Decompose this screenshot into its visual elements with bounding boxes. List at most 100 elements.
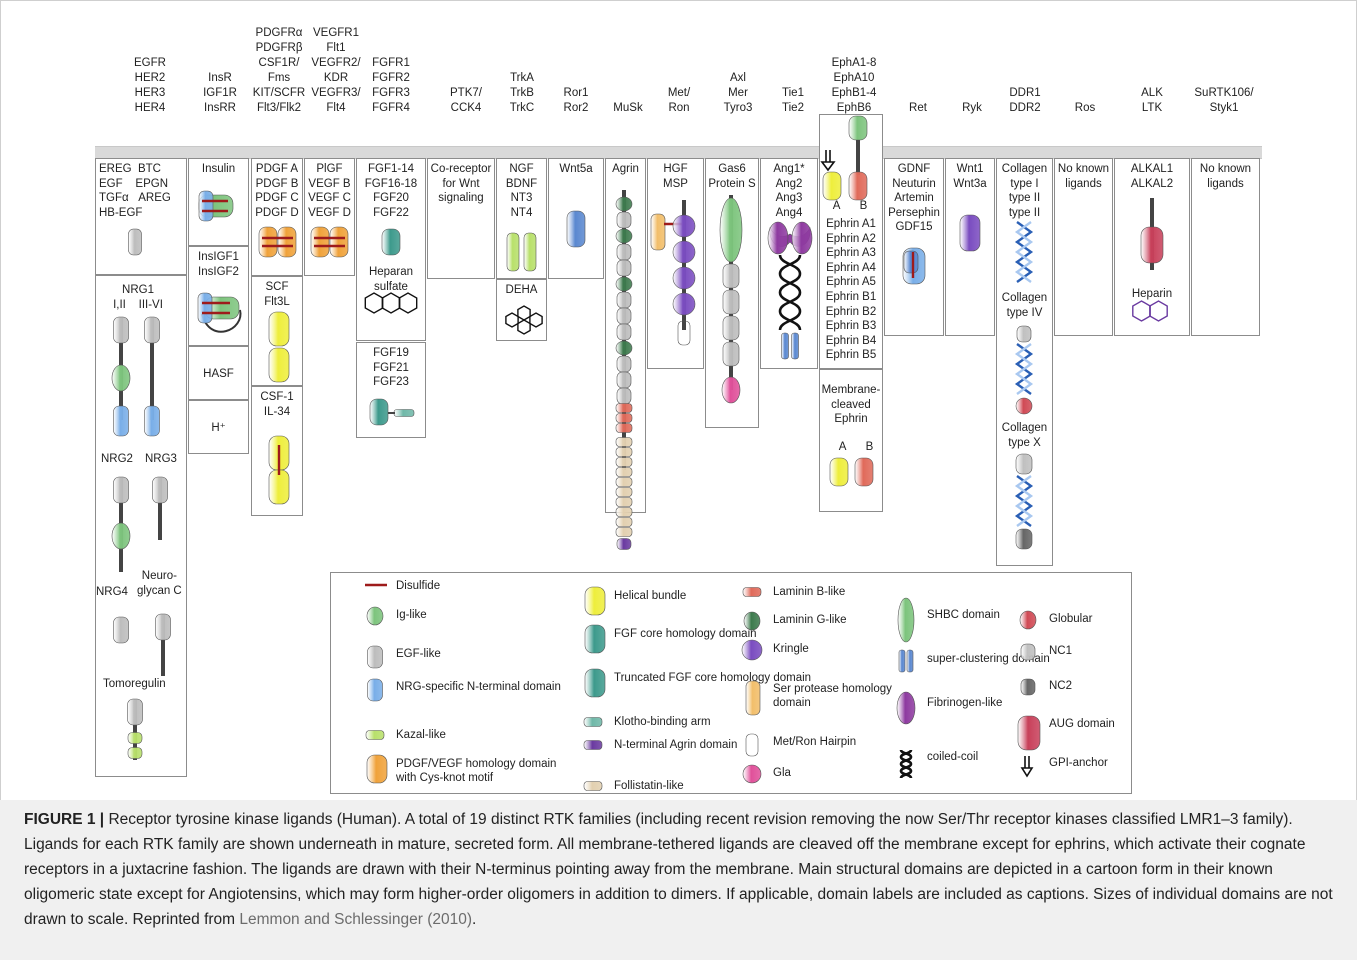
legend-item-gla: Gla	[773, 766, 908, 780]
receptor-name: CSF1R/	[258, 57, 300, 69]
ligand-box-deha: DEHA	[496, 279, 547, 341]
legend-item-globular: Globular	[1049, 612, 1224, 626]
legend-label: Globular	[1049, 613, 1093, 625]
legend-label: Ig-like	[396, 609, 427, 621]
hplus-label: H⁺	[211, 422, 226, 434]
text-line: NT4	[510, 206, 533, 219]
text-line: type II	[1008, 206, 1041, 219]
text-line: TGFα AREG	[99, 192, 171, 205]
legend-label: FGF core homology domain	[614, 628, 757, 640]
text-line: Ephrin B3	[825, 320, 877, 333]
text-line: GDF15	[895, 221, 933, 234]
legend-label: Laminin B-like	[773, 586, 846, 598]
text-line: NRG1	[122, 284, 154, 296]
legend-label: Gla	[773, 767, 791, 779]
text-line: for Wnt	[442, 177, 480, 190]
legend-label: SHBC domain	[927, 609, 1000, 621]
ligand-box-insulin: Insulin	[188, 158, 249, 246]
text-line: InsIGF2	[198, 265, 239, 278]
text-line: Ephrin	[834, 413, 868, 426]
text-line: Protein S	[708, 177, 756, 190]
legend-item-kringle: Kringle	[773, 642, 908, 656]
text-line: Ang2	[775, 177, 803, 190]
text-line: PDGF D	[255, 206, 299, 219]
legend-label: Truncated FGF core homology domain	[614, 672, 812, 684]
receptor-name: PTK7/	[450, 87, 482, 99]
ligand-box-hplus: H⁺	[188, 400, 249, 454]
caption-text: Receptor tyrosine kinase ligands (Human)…	[24, 811, 1333, 928]
receptor-name: Styk1	[1209, 102, 1239, 114]
legend-item-disulfide: Disulfide	[396, 579, 566, 593]
text-line: FGF20	[373, 192, 409, 205]
receptor-name: MuSk	[613, 102, 643, 114]
text-line: Wnt3a	[953, 177, 987, 190]
receptor-name: FGFR4	[372, 102, 410, 114]
text-line: IL-34	[263, 405, 291, 418]
text-line: Ephrin B4	[825, 334, 877, 347]
receptor-name: TrkC	[509, 102, 535, 114]
receptor-name: FGFR2	[372, 72, 410, 84]
ephrin-ab-label-top: A B	[830, 199, 870, 214]
legend-label: super-clustering domain	[927, 653, 1050, 665]
receptor-name: EGFR	[134, 57, 166, 69]
receptor-name: TrkA	[510, 72, 534, 84]
text-line: cleaved	[831, 398, 871, 411]
legend-item-fibrinogen: Fibrinogen-like	[927, 696, 1102, 710]
ephrin-a-top: A	[832, 200, 841, 212]
legend-label: Ser protease homology domain	[773, 683, 892, 709]
heparin-label: Heparin	[1131, 288, 1173, 300]
deha-label: DEHA	[505, 284, 538, 296]
text-line: Heparan	[368, 266, 414, 278]
legend-item-nc2: NC2	[1049, 679, 1139, 693]
ligand-box-hasf: HASF	[188, 346, 249, 400]
receptor-name: TrkB	[510, 87, 534, 99]
legend-label: EGF-like	[396, 648, 441, 660]
legend-label: N-terminal Agrin domain	[614, 739, 738, 751]
text-line: Ephrin A3	[826, 247, 876, 260]
nrg4-label: NRG4	[96, 586, 128, 598]
tomoregulin-label: Tomoregulin	[103, 678, 166, 690]
text-line: GDNF	[897, 163, 931, 175]
receptor-name: ALK	[1141, 87, 1163, 99]
text-line: Ephrin B2	[825, 305, 877, 318]
receptor-name: Mer	[728, 87, 748, 99]
text-line: PDGF C	[255, 192, 299, 205]
legend-item-ig: Ig-like	[396, 608, 566, 622]
caption-reference-link[interactable]: Lemmon and Schlessinger (2010)	[239, 911, 473, 928]
legend-label: Helical bundle	[614, 590, 687, 602]
wnt5a-label: Wnt5a	[559, 163, 593, 175]
text-line: Ang4	[775, 206, 803, 219]
receptor-name: Flt3/Flk2	[256, 102, 302, 114]
receptor-name: Flt4	[326, 102, 346, 114]
text-line: type IV	[1006, 306, 1043, 319]
receptor-name: Ros	[1074, 102, 1096, 114]
legend-item-fgf: FGF core homology domain	[614, 627, 814, 641]
text-line: Collagen	[1001, 292, 1048, 304]
receptor-header: PTK7/CCK4	[433, 30, 499, 116]
text-line: NT3	[510, 192, 533, 205]
receptor-name: KIT/SCFR	[252, 87, 306, 99]
receptor-name: LTK	[1141, 102, 1163, 114]
legend-item-metron: Met/Ron Hairpin	[773, 735, 908, 749]
ephrin-ab-label-bottom: A B	[836, 440, 876, 455]
legend-item-serprot: Ser protease homology domain	[773, 682, 908, 710]
text-line: type I	[1010, 177, 1039, 190]
legend-item-agrin: N-terminal Agrin domain	[614, 738, 814, 752]
ligand-box-agrin: Agrin	[605, 158, 646, 513]
